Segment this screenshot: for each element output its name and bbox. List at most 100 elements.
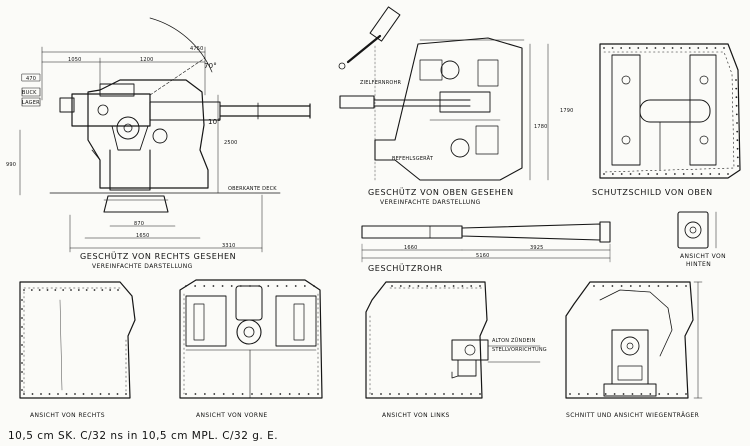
rivet bbox=[279, 393, 282, 395]
rivet bbox=[185, 285, 187, 287]
rivet bbox=[77, 289, 80, 291]
rivet bbox=[648, 285, 651, 287]
rivet bbox=[258, 285, 261, 287]
side-view-drawing bbox=[19, 17, 311, 253]
rivet bbox=[62, 289, 65, 291]
rivet bbox=[685, 393, 687, 395]
rivet bbox=[93, 289, 96, 291]
rivet bbox=[194, 285, 197, 287]
rivet bbox=[656, 173, 659, 175]
front-view-drawing bbox=[179, 279, 323, 399]
front-view-title: ANSICHT VON VORNE bbox=[196, 412, 268, 419]
rivet bbox=[443, 393, 445, 395]
rivet bbox=[700, 173, 703, 175]
rivet bbox=[294, 285, 297, 287]
rivet bbox=[629, 173, 632, 175]
side-view-title: GESCHÜTZ VON RECHTS GESEHEN bbox=[80, 252, 237, 261]
rear-view-drawing bbox=[677, 211, 717, 249]
dimension-870: 870 bbox=[134, 221, 145, 227]
rivet bbox=[578, 393, 580, 395]
rivet bbox=[663, 47, 665, 49]
rivet bbox=[91, 393, 93, 395]
rivet bbox=[230, 285, 233, 287]
rivet bbox=[723, 47, 725, 49]
rivet bbox=[54, 289, 57, 291]
rivet bbox=[21, 362, 23, 364]
rivet bbox=[21, 371, 23, 373]
dimension-total-length: 4750 bbox=[190, 46, 204, 52]
rivet bbox=[671, 47, 674, 49]
rivet bbox=[267, 285, 270, 287]
rivet bbox=[654, 47, 657, 49]
dimension-990: 990 bbox=[6, 162, 17, 168]
rivet bbox=[603, 173, 605, 175]
rivet bbox=[408, 285, 411, 287]
rivet bbox=[611, 47, 614, 49]
dimension-3310: 3310 bbox=[222, 243, 236, 249]
rivet bbox=[736, 156, 739, 159]
zuender-annotation-1: ALTON ZÜNDEIN bbox=[492, 338, 536, 344]
rivet bbox=[288, 393, 291, 395]
rivet bbox=[389, 393, 391, 395]
rear-view-title: ANSICHT VON bbox=[680, 253, 727, 260]
rivet bbox=[21, 308, 23, 310]
rivet bbox=[736, 122, 738, 124]
rivet bbox=[407, 393, 409, 395]
shield-top-title: SCHUTZSCHILD VON OBEN bbox=[592, 188, 713, 197]
rivet bbox=[185, 393, 187, 395]
dimension-2500: 2500 bbox=[224, 140, 238, 146]
rivet bbox=[99, 393, 102, 395]
rivet bbox=[21, 326, 23, 328]
rivet bbox=[666, 285, 669, 287]
rivet bbox=[631, 393, 634, 395]
rivet bbox=[380, 393, 382, 395]
rivet bbox=[452, 393, 454, 395]
rivet bbox=[313, 285, 315, 287]
rivet bbox=[479, 393, 481, 395]
rivet bbox=[82, 393, 85, 395]
rivet bbox=[602, 285, 605, 287]
rivet bbox=[737, 165, 739, 167]
zielfernrohr-annotation: ZIELFERNROHR bbox=[360, 80, 402, 86]
rivet bbox=[657, 285, 660, 287]
rivet bbox=[307, 393, 310, 395]
rivet bbox=[688, 47, 691, 49]
rivet bbox=[435, 285, 437, 287]
rivet bbox=[391, 285, 393, 287]
top-view-drawing bbox=[338, 6, 549, 181]
deck-annotation: OBERKANTE DECK bbox=[228, 186, 277, 192]
rivet bbox=[276, 285, 279, 287]
top-view-subtitle: VEREINFACHTE DARSTELLUNG bbox=[380, 199, 481, 206]
rivet bbox=[452, 285, 455, 287]
barrel-title: GESCHÜTZROHR bbox=[368, 264, 443, 273]
top-view-title: GESCHÜTZ VON OBEN GESEHEN bbox=[368, 188, 514, 197]
rivet bbox=[611, 173, 614, 175]
rivet bbox=[691, 173, 694, 175]
rivet bbox=[735, 79, 737, 81]
rivet bbox=[399, 285, 402, 287]
rivet bbox=[74, 393, 76, 395]
rivet bbox=[21, 335, 23, 337]
left-view-title: ANSICHT VON LINKS bbox=[382, 412, 450, 419]
rivet bbox=[108, 393, 110, 395]
left-view-drawing bbox=[365, 281, 541, 399]
rivet bbox=[470, 393, 472, 395]
rivet bbox=[604, 393, 607, 395]
rivet bbox=[620, 47, 623, 49]
rivet bbox=[697, 47, 700, 49]
rivet bbox=[714, 47, 717, 49]
rivet bbox=[21, 389, 23, 391]
rivet bbox=[682, 173, 685, 175]
zuender-annotation-2: STELLVORRICHTUNG bbox=[492, 347, 547, 353]
right-view-drawing bbox=[19, 281, 136, 399]
rivet bbox=[303, 285, 306, 287]
rivet bbox=[21, 344, 23, 346]
rivet bbox=[21, 299, 23, 301]
rivet bbox=[30, 289, 33, 291]
rivet bbox=[647, 173, 650, 175]
rivet bbox=[109, 289, 112, 291]
rivet bbox=[239, 285, 242, 287]
rivet bbox=[603, 47, 605, 49]
dimension-1200: 1200 bbox=[140, 57, 154, 63]
